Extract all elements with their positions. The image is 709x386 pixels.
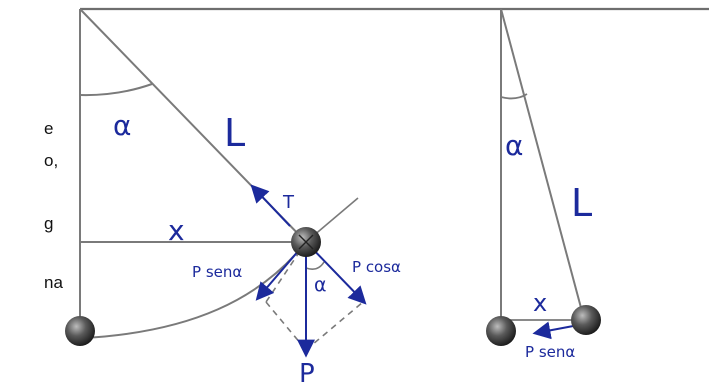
x-label-right: x	[533, 289, 547, 317]
alpha-label-left: α	[113, 109, 131, 142]
text-fragment-2: o,	[44, 151, 59, 170]
text-fragment-1: e	[44, 119, 54, 138]
pendulum-ball-displaced-right	[571, 305, 601, 335]
alpha-label-right: α	[505, 129, 523, 162]
p-sen-label-right: P senα	[525, 343, 575, 361]
p-weight-label: P	[299, 359, 315, 386]
pendulum-ball-rest-left	[65, 316, 95, 346]
ball-cross-2	[298, 234, 314, 250]
angle-arc-left	[79, 83, 153, 97]
text-fragment-3: g	[44, 214, 54, 233]
p-sen-label-left: P senα	[192, 263, 242, 281]
angle-arc-right	[500, 93, 528, 100]
length-label-left: L	[224, 111, 245, 155]
tension-arrow	[250, 184, 291, 227]
swing-arc	[83, 241, 307, 339]
text-fragment-4: na	[44, 273, 63, 292]
x-label-left: x	[168, 214, 185, 247]
string-right	[500, 8, 585, 320]
alpha-label-force: α	[314, 274, 327, 296]
tension-label: T	[282, 192, 295, 213]
pendulum-ball-rest-right	[486, 316, 516, 346]
angle-arc-force	[305, 261, 325, 270]
p-cos-label: P cosα	[352, 258, 401, 276]
length-label-right: L	[571, 181, 592, 225]
parallelogram-right	[305, 301, 364, 351]
parallelogram-left	[265, 301, 307, 351]
